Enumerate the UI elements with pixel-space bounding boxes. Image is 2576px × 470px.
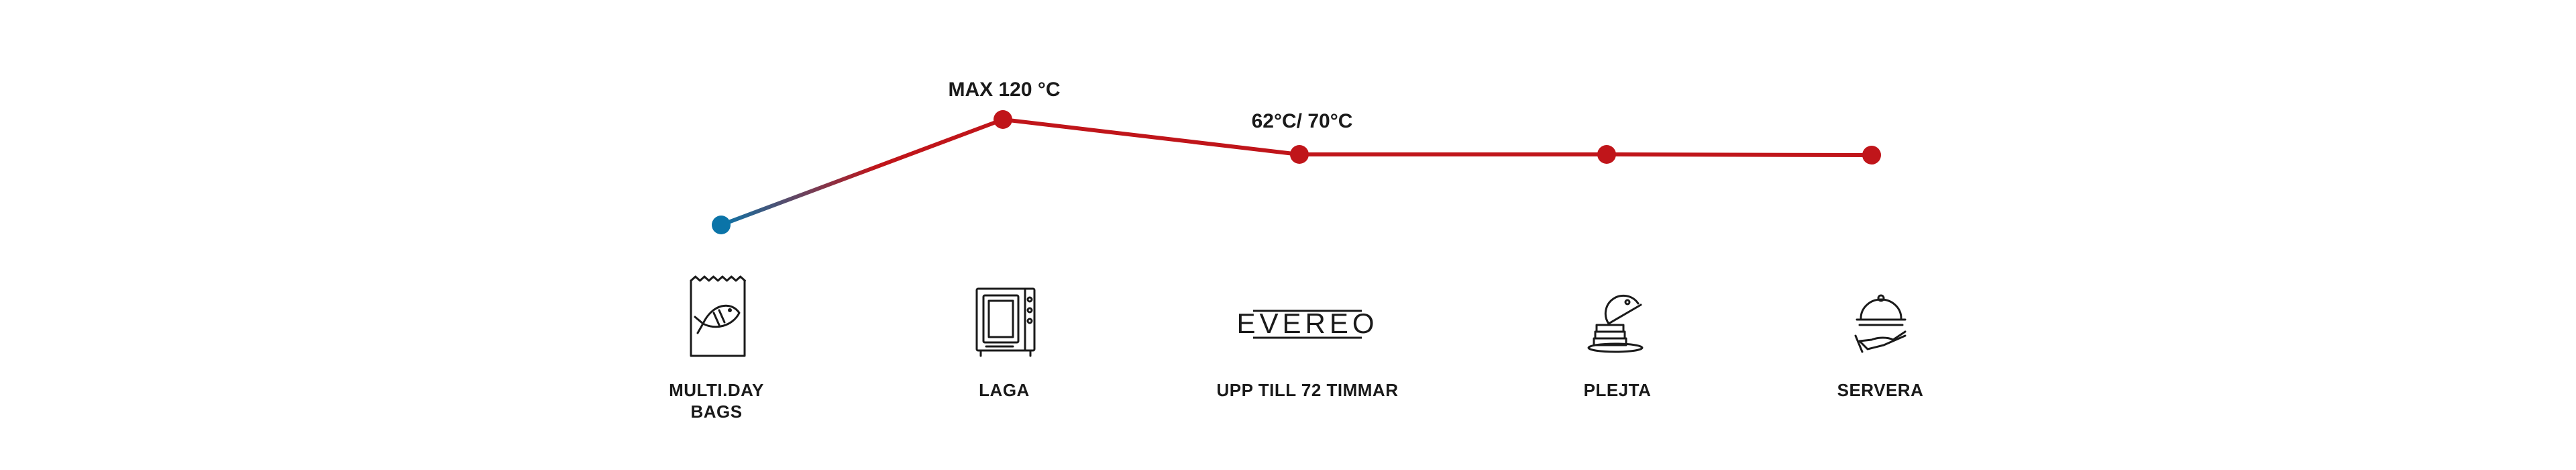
plated-dish-cloche-icon (1587, 294, 1644, 353)
step-label-multiday-line2: BAGS (690, 402, 742, 422)
temperature-point-start (712, 216, 731, 234)
temperature-point-hold (1290, 145, 1309, 164)
combi-oven-icon (975, 287, 1036, 357)
evereo-logo-text: EVEREO (1236, 308, 1378, 339)
temperature-point-plate (1597, 145, 1616, 164)
serving-hand-cloche-icon (1854, 294, 1907, 353)
step-label-storage-time: UPP TILL 72 TIMMAR (1217, 380, 1399, 400)
evereo-logo: EVEREO (1236, 308, 1378, 339)
temperature-point-max (994, 110, 1012, 129)
max-temperature-label: MAX 120 °C (948, 79, 1060, 101)
step-label-laga: LAGA (979, 380, 1030, 400)
step-label-plejta: PLEJTA (1584, 380, 1652, 400)
temperature-point-serve (1862, 146, 1881, 164)
temperature-curve (712, 110, 1881, 234)
temperature-segment-cool-to-max (719, 117, 1005, 227)
temperature-segment-hot (1001, 117, 1874, 157)
step-label-multiday: MULTI.DAY (669, 380, 764, 400)
step-label-servera: SERVERA (1837, 380, 1924, 400)
fish-bag-icon (690, 275, 746, 357)
hold-temperature-label: 62°C/ 70°C (1252, 110, 1353, 132)
